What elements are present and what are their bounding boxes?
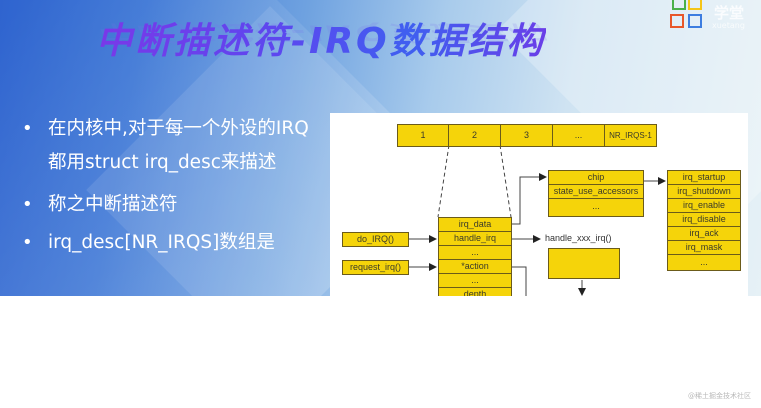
handle-xxx-irq-label: handle_xxx_irq() (545, 233, 612, 243)
chip-op: irq_mask (667, 240, 741, 255)
irq-desc-field: irq_data (438, 217, 512, 232)
chip-op: irq_shutdown (667, 184, 741, 199)
bullet-text: irq_desc[NR_IRQS]数组是 (48, 232, 275, 253)
chip-op: irq_disable (667, 212, 741, 227)
connector-lines (409, 144, 666, 296)
array-cell: ... (552, 124, 605, 147)
bullet-item: • 称之中断描述符 (22, 188, 322, 222)
irq-desc-field: ... (438, 273, 512, 288)
bullet-text: 在内核中,对于每一个外设的IRQ都用struct irq_desc来描述 (48, 118, 309, 173)
array-cell: 2 (448, 124, 501, 147)
bullet-list: • 在内核中,对于每一个外设的IRQ都用struct irq_desc来描述 •… (22, 112, 322, 260)
slide-title: 中断描述符-IRQ数据结构 (96, 12, 546, 64)
bullet-item: • 在内核中,对于每一个外设的IRQ都用struct irq_desc来描述 (22, 112, 322, 180)
irq-desc-field: ... (438, 245, 512, 260)
irq-data-field: chip (548, 170, 644, 185)
irq-data-field: state_use_accessors (548, 184, 644, 199)
chip-op: irq_ack (667, 226, 741, 241)
array-cell: NR_IRQS-1 (604, 124, 657, 147)
bullet-dot: • (22, 118, 33, 139)
irq-desc-field: handle_irq (438, 231, 512, 246)
xuetang-logo-icon (668, 0, 708, 40)
slide: 中断描述符-IRQ数据结构 中断描述符-IRQ数据结构 学堂 xuetang •… (0, 0, 761, 296)
handler-box (548, 248, 620, 279)
bullet-dot: • (22, 194, 33, 215)
bullet-item: • irq_desc[NR_IRQS]数组是 (22, 226, 322, 260)
request-irq-box: request_irq() (342, 260, 409, 275)
chip-op: ... (667, 254, 741, 271)
irq-desc-field: *action (438, 259, 512, 274)
chip-op: irq_startup (667, 170, 741, 185)
irq-data-field: ... (548, 198, 644, 217)
do-irq-box: do_IRQ() (342, 232, 409, 247)
irq-desc-diagram: 1 2 3 ... NR_IRQS-1 do_IRQ() request_irq… (330, 113, 748, 296)
logo-subtext: xuetang (712, 21, 745, 30)
chip-op: irq_enable (667, 198, 741, 213)
bullet-text: 称之中断描述符 (48, 194, 178, 215)
array-cell: 3 (500, 124, 553, 147)
bullet-dot: • (22, 232, 33, 253)
watermark: @稀土掘金技术社区 (688, 392, 751, 400)
logo-text: 学堂 (714, 4, 745, 22)
irq-desc-field: depth (438, 287, 512, 296)
array-cell: 1 (397, 124, 449, 147)
